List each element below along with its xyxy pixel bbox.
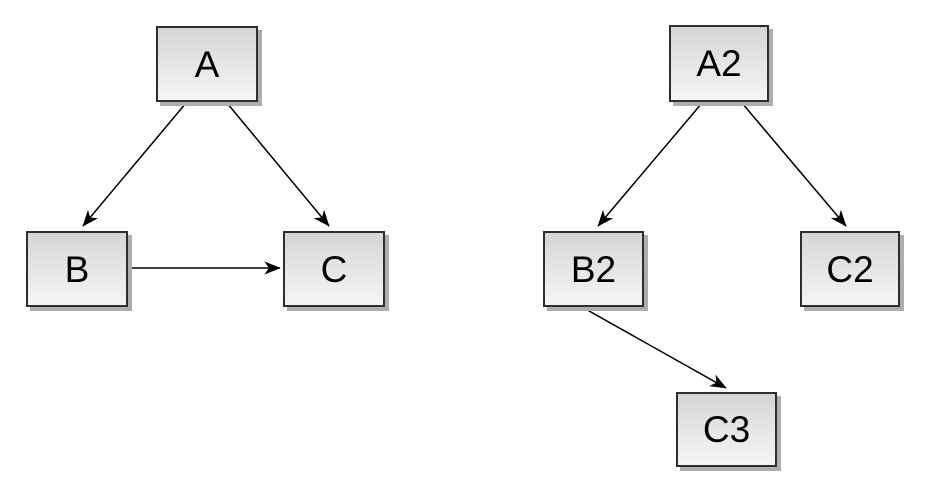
- edge-A-C: [226, 102, 330, 227]
- node-C3[interactable]: C3: [676, 392, 777, 467]
- edge-A-B: [82, 102, 187, 227]
- node-A2[interactable]: A2: [669, 25, 769, 102]
- node-B2-label: B2: [570, 248, 617, 290]
- node-A[interactable]: A: [156, 26, 258, 102]
- node-B2[interactable]: B2: [543, 231, 644, 307]
- node-B[interactable]: B: [26, 231, 128, 307]
- node-C[interactable]: C: [283, 231, 385, 307]
- node-A-label: A: [194, 43, 220, 85]
- node-C3-label: C3: [702, 409, 751, 450]
- edge-A2-C2: [741, 102, 847, 227]
- edge-B2-C3: [581, 306, 727, 389]
- edge-A2-B2: [597, 102, 703, 227]
- node-C2[interactable]: C2: [800, 231, 900, 307]
- node-C-label: C: [320, 248, 348, 290]
- node-A2-label: A2: [696, 43, 742, 84]
- node-C2-label: C2: [826, 248, 874, 290]
- node-B-label: B: [64, 248, 90, 290]
